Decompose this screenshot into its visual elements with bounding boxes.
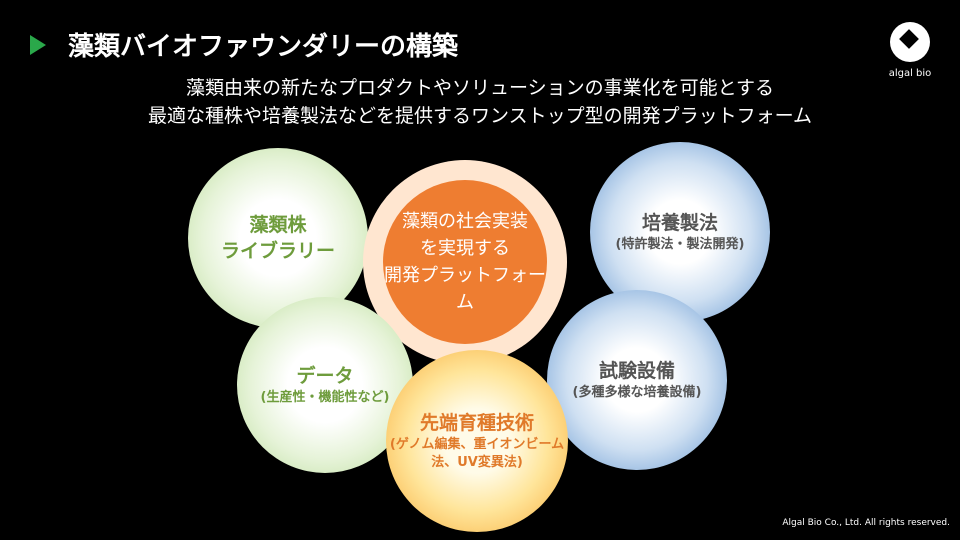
circle-test-facility: 試験設備 (多種多様な培養設備) <box>547 290 727 470</box>
core-line: 藻類の社会実装 <box>402 211 528 232</box>
subtitle-line-2: 最適な種株や培養製法などを提供するワンストップ型の開発プラットフォーム <box>147 105 813 127</box>
company-logo: algal bio <box>884 22 936 79</box>
circle-title: 培養製法 <box>641 212 718 234</box>
logo-mark-icon <box>890 22 930 62</box>
circle-data: データ (生産性・機能性など) <box>237 297 413 473</box>
circle-culture-method: 培養製法 (特許製法・製法開発) <box>590 142 770 322</box>
core-line: 開発プラットフォーム <box>384 265 546 313</box>
circle-title: 先端育種技術 <box>419 412 534 434</box>
triangle-bullet-icon <box>30 34 46 55</box>
slide-title: 藻類バイオファウンダリーの構築 <box>30 26 458 63</box>
circle-title: ライブラリー <box>220 240 335 262</box>
circle-subtitle: 法、UV変異法) <box>431 455 523 470</box>
circle-subtitle: (特許製法・製法開発) <box>615 237 745 252</box>
core-line: を実現する <box>420 238 510 259</box>
circle-subtitle: (ゲノム編集、重イオンビーム <box>389 437 565 452</box>
circle-title: データ <box>296 365 354 387</box>
subtitle-line-1: 藻類由来の新たなプロダクトやソリューションの事業化を可能とする <box>185 77 775 99</box>
circle-breeding-tech: 先端育種技術 (ゲノム編集、重イオンビーム 法、UV変異法) <box>386 350 568 532</box>
copyright: Algal Bio Co., Ltd. All rights reserved. <box>782 518 950 528</box>
circle-title: 藻類株 <box>249 214 307 236</box>
title-text: 藻類バイオファウンダリーの構築 <box>68 32 459 62</box>
circle-title: 試験設備 <box>598 360 675 382</box>
circle-subtitle: (多種多様な培養設備) <box>572 385 702 400</box>
logo-text: algal bio <box>888 68 932 79</box>
circle-platform-core: 藻類の社会実装 を実現する 開発プラットフォーム <box>383 180 547 344</box>
circle-subtitle: (生産性・機能性など) <box>260 390 390 405</box>
